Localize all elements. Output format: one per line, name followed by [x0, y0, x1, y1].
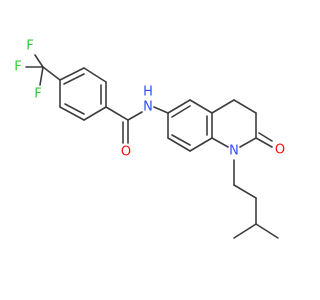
bond-n-ring2	[153, 106, 169, 114]
atom-n-lactam: N	[229, 144, 239, 159]
bond-ring3-e	[211, 137, 229, 148]
atom-f-bottom: F	[34, 87, 41, 102]
bond-ring1-d	[83, 106, 107, 121]
bond-chain-2	[233, 184, 257, 199]
bond-cf3-ring	[42, 66, 61, 81]
bond-c-f3	[39, 66, 44, 86]
bond-ring1-a	[59, 67, 85, 81]
bond-ring-carbonyl	[105, 106, 129, 121]
bond-ring1-e	[59, 106, 85, 121]
molecule-structure: F F F O H N N O	[14, 39, 285, 239]
bond-ring1-b	[83, 67, 107, 83]
atom-n-amide: N	[143, 100, 153, 115]
bond-ring2-e	[167, 137, 191, 152]
bond-ring2-d	[189, 137, 213, 152]
bond-c-f2	[34, 54, 44, 68]
bond-ring2-e-inner	[171, 134, 191, 146]
atom-f-left: F	[14, 60, 21, 75]
bond-ring1-e-inner	[64, 103, 85, 115]
bond-ring2-a-inner	[171, 105, 191, 118]
bond-lactam-o-a	[255, 137, 273, 148]
bond-ring1-a-inner	[63, 73, 85, 85]
atom-f-top: F	[26, 39, 33, 54]
molecule-canvas: F F F O H N N O	[14, 38, 286, 239]
atom-o-lactam: O	[275, 143, 285, 158]
bond-carbonyl-n	[127, 111, 143, 121]
bond-chain-4	[233, 223, 257, 239]
bond-ring3-a	[211, 99, 235, 114]
bond-ring2-b	[189, 99, 213, 114]
atom-o-amide: O	[121, 145, 131, 160]
bonds	[25, 54, 279, 239]
atom-labels: F F F O H N N O	[14, 39, 285, 160]
bond-ring2-a	[167, 99, 191, 114]
bond-ring3-d	[239, 137, 257, 148]
bond-lactam-o-b	[258, 132, 273, 142]
bond-chain-5	[255, 223, 279, 239]
bond-ring3-b	[233, 99, 257, 114]
atom-h-amide: H	[143, 85, 153, 100]
